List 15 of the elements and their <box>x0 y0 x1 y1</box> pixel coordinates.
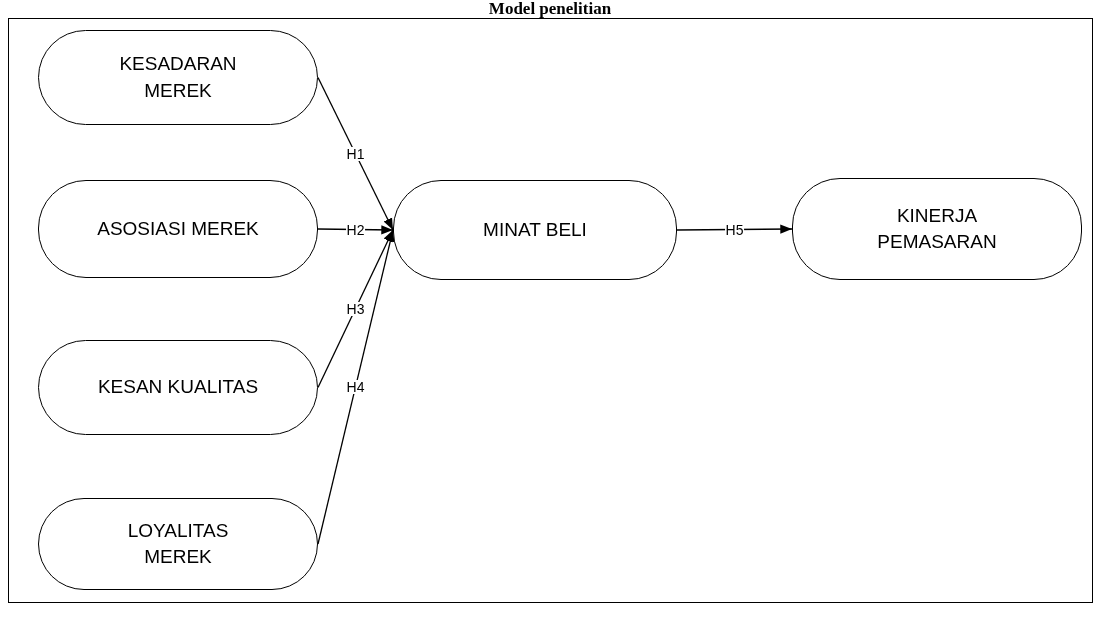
arrow <box>317 229 395 545</box>
edge-label: H3 <box>345 301 366 316</box>
arrow <box>317 76 394 231</box>
edge-label: H5 <box>724 222 745 237</box>
edge-label: H2 <box>345 222 366 237</box>
rounded-box: LOYALITAS MEREK <box>38 498 318 590</box>
rounded-box: KINERJA PEMASARAN <box>792 178 1082 280</box>
edge-label: H1 <box>345 146 366 161</box>
edge-label: H4 <box>345 380 366 394</box>
rounded-box: KESAN KUALITAS <box>38 340 318 435</box>
rounded-box: MINAT BELI <box>393 180 677 280</box>
arrow <box>317 229 394 389</box>
diagram-title: Model penelitian <box>488 0 612 17</box>
rounded-box: KESADARAN MEREK <box>38 30 318 125</box>
rounded-box: ASOSIASI MEREK <box>38 180 318 278</box>
